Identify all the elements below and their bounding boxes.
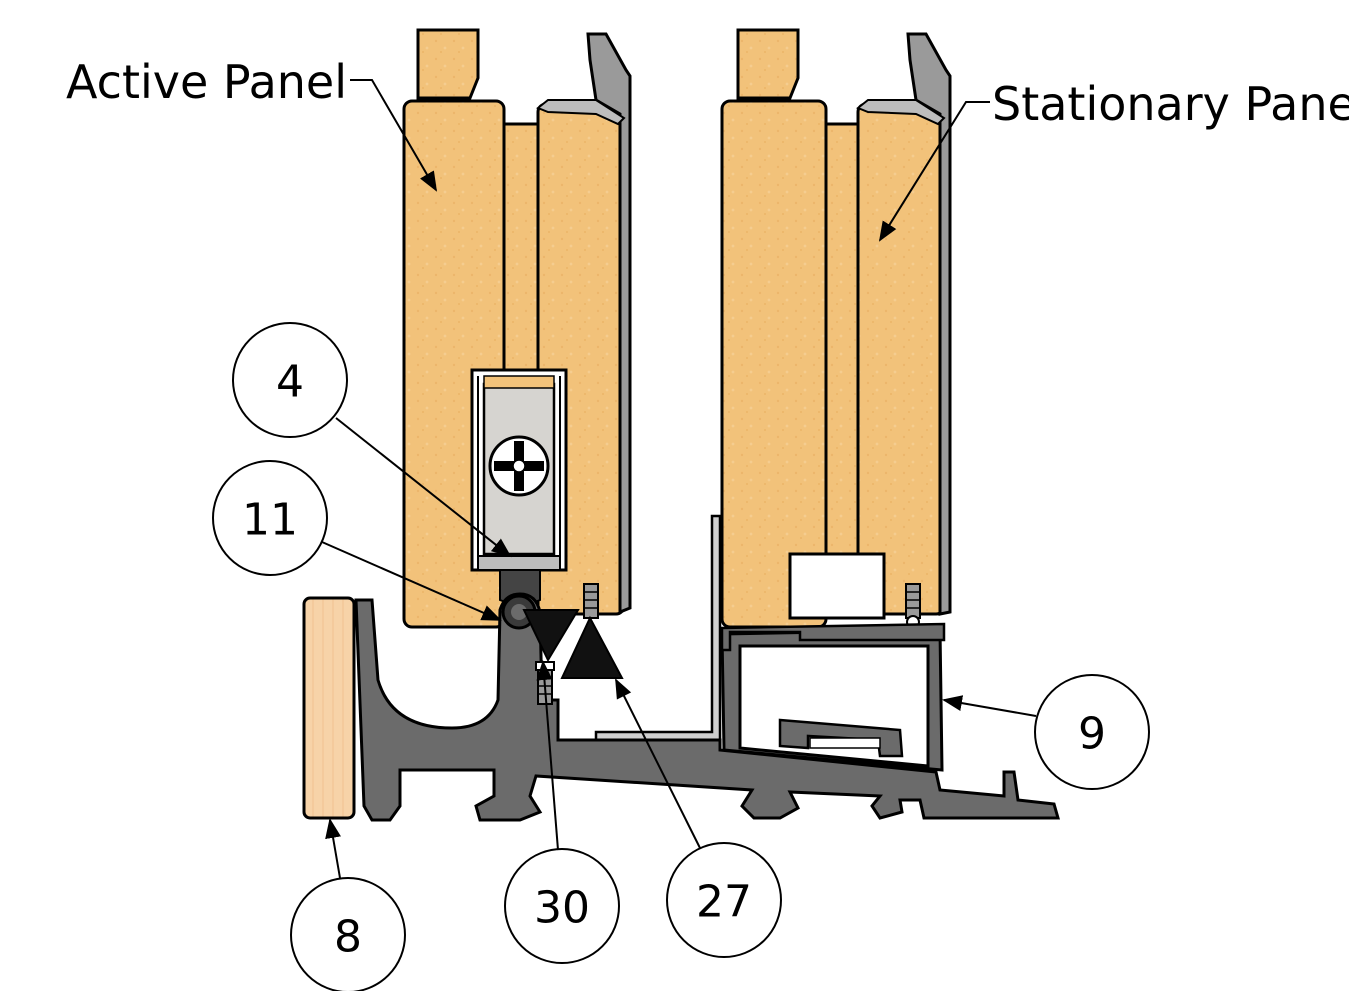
stationary-panel-left-stile bbox=[720, 99, 828, 629]
sill-extrusion bbox=[354, 592, 1060, 822]
sill-insert-cavity bbox=[809, 737, 881, 749]
drop-seal-base bbox=[477, 555, 561, 571]
active-panel-glazing-bead bbox=[586, 32, 632, 615]
bulb-seal-core bbox=[511, 604, 527, 620]
stationary-panel-glazing-bead bbox=[906, 32, 952, 616]
stationary-panel-right-stile bbox=[856, 102, 946, 616]
active-panel-top-cap bbox=[416, 28, 480, 100]
active-panel-leader bbox=[350, 79, 438, 192]
screw-active bbox=[583, 583, 599, 619]
callout-8-number: 8 bbox=[334, 912, 362, 963]
screw-stationary bbox=[905, 583, 921, 629]
weatherstrip-triangle-right bbox=[560, 615, 624, 679]
callout-27: 27 bbox=[615, 678, 782, 958]
active-panel-core bbox=[502, 122, 540, 386]
active-panel-bead-lip bbox=[536, 99, 626, 126]
callout-4-number: 4 bbox=[276, 357, 304, 408]
screw-center bbox=[512, 459, 526, 473]
sill-main-profile bbox=[354, 592, 1060, 822]
callout-27-number: 27 bbox=[696, 877, 752, 928]
stationary-panel-leader bbox=[878, 101, 990, 242]
callout-30: 30 bbox=[504, 660, 620, 964]
callout-30-number: 30 bbox=[534, 883, 590, 934]
drop-seal-top-block bbox=[483, 375, 555, 389]
callout-11: 11 bbox=[212, 460, 502, 621]
callout-9-number: 9 bbox=[1078, 709, 1106, 760]
stationary-panel-bead-lip bbox=[856, 99, 946, 126]
stationary-panel-label: Stationary Pane bbox=[992, 77, 1349, 131]
drop-seal-housing bbox=[470, 368, 568, 605]
callout-8: 8 bbox=[290, 818, 406, 991]
callout-9: 9 bbox=[942, 674, 1150, 790]
threshold-wood-strip bbox=[302, 596, 356, 820]
weatherstrip-triangle-left bbox=[522, 609, 580, 663]
stationary-panel-bottom-block bbox=[788, 552, 886, 620]
callout-4: 4 bbox=[232, 322, 512, 558]
sill-frame-top-rail bbox=[720, 622, 946, 652]
sill-frame-box bbox=[720, 628, 944, 772]
stationary-panel-top-cap bbox=[736, 28, 800, 100]
active-panel-label: Active Panel bbox=[66, 55, 347, 109]
callout-11-number: 11 bbox=[242, 495, 298, 546]
stationary-panel-core bbox=[824, 122, 860, 558]
